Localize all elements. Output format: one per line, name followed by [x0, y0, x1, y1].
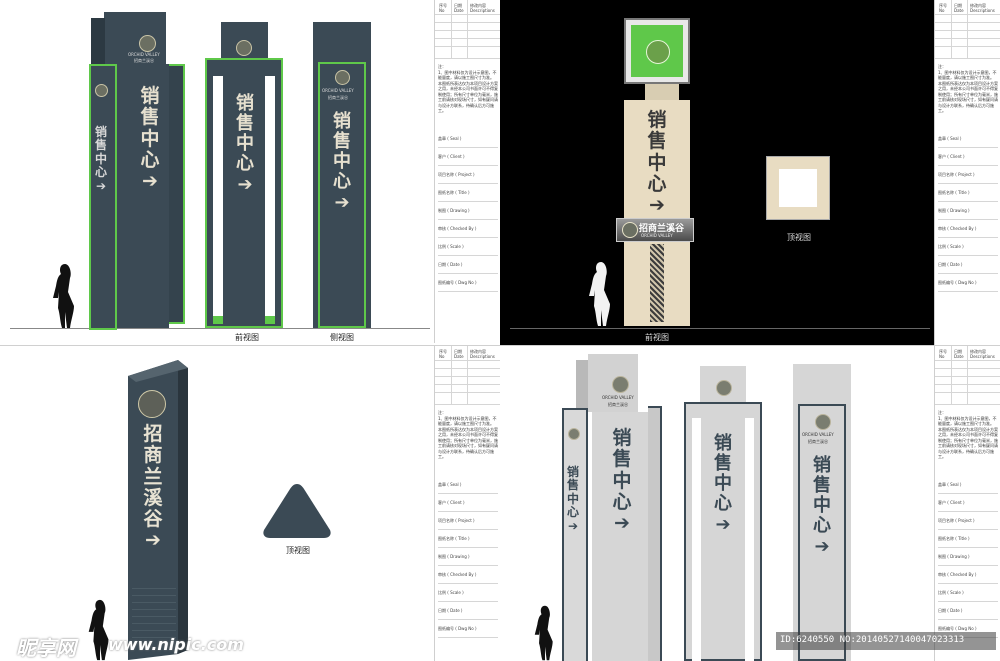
- pillar-right-fin: [169, 64, 185, 324]
- caption-top-view: 顶视图: [286, 546, 310, 555]
- sign-body-text: 销售中心➔: [647, 109, 667, 217]
- woman-silhouette: [88, 599, 109, 661]
- watermark-site-url: www.nipic.com: [108, 635, 244, 654]
- prism-text: 招商兰溪谷➔: [143, 423, 163, 552]
- arrow-icon: ➔: [814, 535, 830, 557]
- pillar-body: [117, 64, 169, 328]
- title-block: 序号 No 日期 Date 修改内容 Descriptions 注： 1、图中材…: [934, 346, 1000, 661]
- notes: 注： 1、图中材料仅为设计示意图，不能量度，请以施工图尺寸为准。 本图纸所表达仅…: [938, 64, 998, 113]
- sign-lattice: [650, 244, 664, 322]
- side-view-frame: [318, 62, 366, 328]
- side-view-text: 销售中心➔: [333, 111, 351, 213]
- pillar-left-fin: [89, 64, 117, 330]
- notes: 注： 1、图中材料仅为设计示意图，不能量度，请以施工图尺寸为准。 本图纸所表达仅…: [938, 410, 998, 459]
- arrow-icon: ➔: [614, 512, 630, 535]
- pillar-top-block: [104, 12, 166, 64]
- ground-line: [510, 328, 930, 329]
- logo-icon: [716, 380, 732, 396]
- arrow-icon: ➔: [334, 191, 350, 213]
- caption-front-view: 前视图: [645, 333, 669, 342]
- sign-neck: [645, 84, 679, 100]
- brand-cn: 招商兰溪谷: [134, 58, 154, 63]
- logo-icon: [612, 376, 629, 393]
- logo-icon: [95, 84, 108, 97]
- grey-pillar-left-fin: [562, 408, 588, 661]
- pillar-top-side: [91, 18, 105, 64]
- left-fin-text: 销售中心➔: [94, 125, 107, 193]
- grey-pillar-right-fin: [648, 406, 662, 661]
- grey-pillar-text: 销售中心➔: [612, 427, 632, 535]
- title-block: 序号 No 日期 Date 修改内容 Descriptions 注： 1、图中材…: [434, 346, 501, 661]
- woman-silhouette: [53, 264, 74, 328]
- arrow-icon: ➔: [237, 173, 253, 195]
- top-view-inner: [779, 169, 817, 207]
- prism-stripe-lines: [132, 582, 176, 638]
- revision-header: 序号 No 日期 Date 修改内容 Descriptions: [435, 346, 501, 405]
- revision-header: 序号 No 日期 Date 修改内容 Descriptions: [935, 0, 1000, 59]
- front-view-left-gap: [213, 76, 223, 316]
- grey-side-body: [793, 364, 851, 661]
- logo-icon: [622, 222, 638, 238]
- watermark-site-cn: 昵享网: [16, 636, 76, 660]
- grey-pillar-top-side: [576, 360, 588, 412]
- watermark-id-bar: [776, 632, 996, 650]
- revision-header: 序号 No 日期 Date 修改内容 Descriptions: [435, 0, 501, 59]
- brand-cn: 招商兰溪谷: [608, 402, 628, 407]
- logo-icon: [236, 40, 252, 56]
- caption-front-view: 前视图: [235, 333, 259, 342]
- logo-icon: [646, 40, 670, 64]
- brand-cn: 招商兰溪谷: [328, 95, 348, 100]
- brand-en: ORCHID VALLEY: [322, 88, 354, 93]
- front-view-right-gap: [265, 76, 275, 316]
- pillar-main-text: 销售中心➔: [140, 85, 160, 193]
- arrow-icon: ➔: [142, 170, 158, 193]
- grey-pillar-body: [592, 412, 648, 661]
- grey-side-frame: [798, 404, 846, 661]
- logo-icon: [138, 390, 166, 418]
- brand-cn: 招商兰溪谷: [808, 439, 828, 444]
- woman-silhouette: [534, 605, 553, 661]
- ground-line: [10, 328, 430, 329]
- logo-icon: [139, 35, 156, 52]
- panel-top-right: 销售中心➔ 招商兰溪谷 ORCHID VALLEY 顶视图 前视图: [500, 0, 934, 346]
- arrow-icon: ➔: [567, 518, 579, 533]
- arrow-icon: ➔: [145, 529, 161, 552]
- front-view-base-marker: [213, 316, 223, 324]
- woman-silhouette: [589, 262, 610, 326]
- brand-en: ORCHID VALLEY: [128, 52, 160, 57]
- arrow-icon: ➔: [715, 513, 731, 535]
- logo-icon: [568, 428, 580, 440]
- title-block: 序号 No 日期 Date 修改内容 Descriptions 注： 1、图中材…: [434, 0, 501, 343]
- watermark-id: ID:6240550 NO:20140527140047023313: [780, 635, 965, 645]
- brand-en: ORCHID VALLEY: [602, 395, 634, 400]
- grey-side-text: 销售中心➔: [813, 455, 831, 557]
- brand-en: ORCHID VALLEY: [802, 432, 834, 437]
- front-view-base-marker: [265, 316, 275, 324]
- plate-brand-en: ORCHID VALLEY: [641, 233, 673, 238]
- left-fin-text: 销售中心➔: [566, 465, 579, 533]
- grey-front-left-gap: [692, 418, 701, 661]
- plate-brand-cn: 招商兰溪谷: [639, 224, 685, 234]
- divider: [0, 345, 1000, 346]
- notes: 注： 1、图中材料仅为设计示意图，不能量度，请以施工图尺寸为准。 本图纸所表达仅…: [438, 410, 498, 459]
- caption-side-view: 侧视图: [330, 333, 354, 342]
- arrow-icon: ➔: [649, 194, 665, 217]
- top-view-triangle: [263, 484, 331, 538]
- grey-front-text: 销售中心➔: [714, 433, 732, 535]
- panel-bottom-left: 招商兰溪谷➔ 顶视图 昵享网 www.nipic.com: [0, 346, 434, 661]
- logo-icon: [815, 414, 831, 430]
- front-view-text: 销售中心➔: [236, 93, 254, 195]
- arrow-icon: ➔: [95, 178, 107, 193]
- grey-front-right-gap: [745, 418, 754, 661]
- notes: 注： 1、图中材料仅为设计示意图，不能量度，请以施工图尺寸为准。 本图纸所表达仅…: [438, 64, 498, 113]
- title-block: 序号 No 日期 Date 修改内容 Descriptions 注： 1、图中材…: [934, 0, 1000, 346]
- logo-icon: [335, 70, 350, 85]
- caption-top-view: 顶视图: [787, 233, 811, 242]
- revision-header: 序号 No 日期 Date 修改内容 Descriptions: [935, 346, 1000, 405]
